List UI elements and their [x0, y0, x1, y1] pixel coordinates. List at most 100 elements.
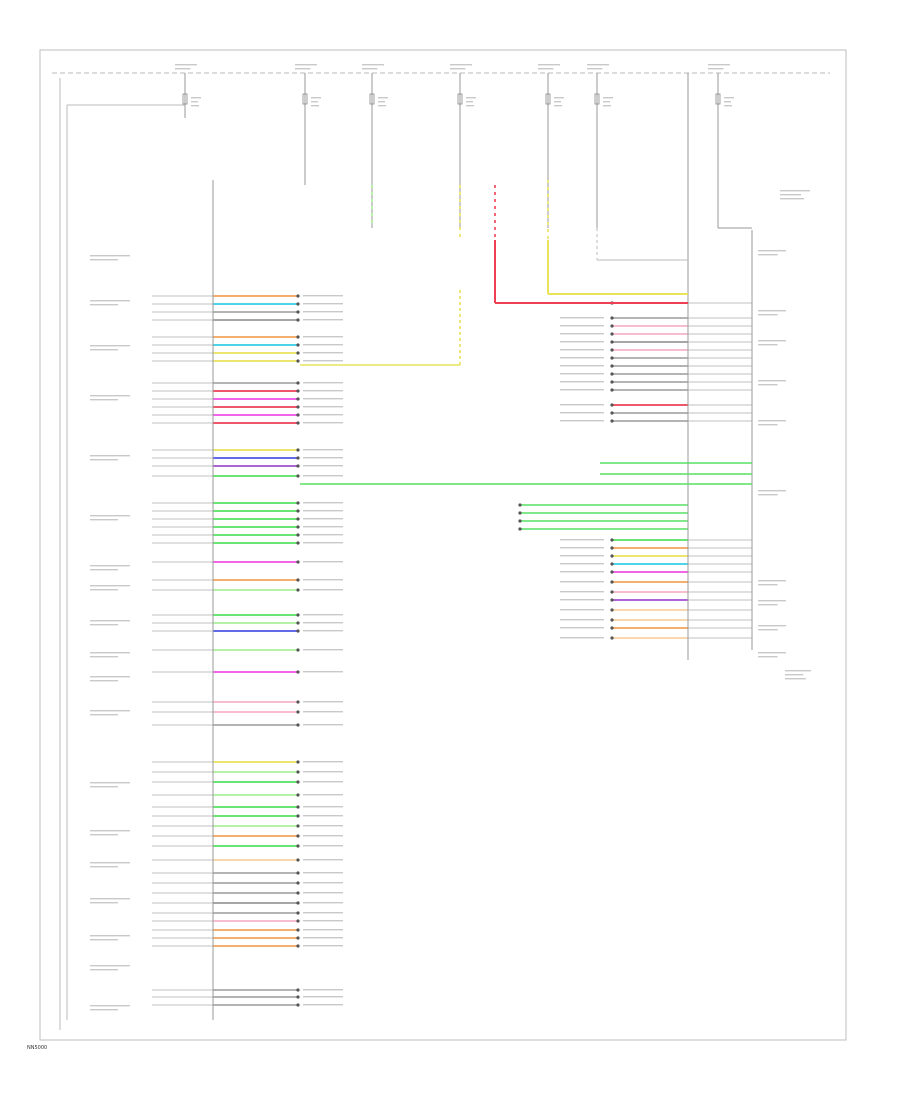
label-mark: [90, 519, 118, 521]
label-mark: [758, 656, 778, 658]
label-mark: [466, 97, 476, 99]
label-mark: [560, 555, 604, 557]
label-mark: [90, 902, 118, 904]
label-mark: [90, 399, 118, 401]
label-mark: [303, 518, 343, 520]
pin-dot: [296, 988, 300, 992]
label-mark: [90, 300, 130, 302]
label-mark: [90, 349, 118, 351]
label-mark: [560, 599, 604, 601]
label-mark: [758, 250, 786, 252]
pin-dot: [296, 834, 300, 838]
label-mark: [560, 333, 604, 335]
label-mark: [90, 965, 130, 967]
label-mark: [724, 105, 732, 107]
label-mark: [603, 101, 610, 103]
pin-dot: [296, 814, 300, 818]
pin-dot: [296, 881, 300, 885]
pin-dot: [296, 1003, 300, 1007]
label-mark: [560, 373, 604, 375]
pin-dot: [296, 936, 300, 940]
label-mark: [303, 510, 343, 512]
pin-dot: [296, 343, 300, 347]
pin-dot: [296, 389, 300, 393]
label-mark: [758, 424, 778, 426]
label-mark: [90, 395, 130, 397]
pin-dot: [610, 419, 614, 423]
label-mark: [90, 782, 130, 784]
label-mark: [758, 380, 786, 382]
pin-dot: [518, 519, 522, 523]
label-mark: [303, 902, 343, 904]
label-mark: [303, 622, 343, 624]
label-mark: [303, 671, 343, 673]
label-mark: [708, 64, 730, 66]
label-mark: [175, 68, 191, 70]
label-mark: [90, 834, 118, 836]
pin-dot: [296, 397, 300, 401]
pin-dot: [296, 760, 300, 764]
label-mark: [560, 591, 604, 593]
label-mark: [303, 422, 343, 424]
pin-dot: [610, 538, 614, 542]
pin-dot: [610, 554, 614, 558]
pin-dot: [610, 340, 614, 344]
label-mark: [303, 457, 343, 459]
label-mark: [758, 629, 778, 631]
label-mark: [560, 404, 604, 406]
label-mark: [303, 996, 343, 998]
label-mark: [90, 624, 118, 626]
label-mark: [90, 1005, 130, 1007]
label-mark: [758, 584, 778, 586]
fuse-symbol: [457, 93, 463, 105]
pin-dot: [610, 598, 614, 602]
label-mark: [560, 412, 604, 414]
label-mark: [303, 859, 343, 861]
label-mark: [780, 198, 804, 200]
label-mark: [303, 390, 343, 392]
label-mark: [560, 609, 604, 611]
label-mark: [303, 920, 343, 922]
label-mark: [303, 502, 343, 504]
pin-dot: [296, 525, 300, 529]
pin-dot: [610, 636, 614, 640]
label-mark: [758, 604, 778, 606]
label-mark: [303, 937, 343, 939]
label-mark: [303, 781, 343, 783]
pin-dot: [518, 503, 522, 507]
label-mark: [758, 340, 786, 342]
fuse-symbol: [594, 93, 600, 105]
pin-dot: [296, 621, 300, 625]
label-mark: [303, 344, 343, 346]
label-mark: [303, 319, 343, 321]
label-mark: [90, 304, 118, 306]
label-mark: [90, 786, 118, 788]
pin-dot: [296, 474, 300, 478]
pin-dot: [610, 380, 614, 384]
fuse-symbol: [182, 93, 188, 105]
pin-dot: [518, 527, 522, 531]
label-mark: [175, 64, 197, 66]
label-mark: [90, 862, 130, 864]
fuse-drops: [175, 64, 734, 240]
pin-dot: [610, 364, 614, 368]
label-mark: [303, 701, 343, 703]
label-mark: [758, 600, 786, 602]
label-mark: [785, 674, 804, 676]
label-mark: [90, 259, 118, 261]
pin-dot: [296, 871, 300, 875]
label-mark: [303, 475, 343, 477]
pin-dot: [296, 770, 300, 774]
label-mark: [90, 459, 118, 461]
pin-dot: [610, 411, 614, 415]
label-mark: [785, 678, 806, 680]
label-mark: [303, 835, 343, 837]
label-mark: [90, 935, 130, 937]
label-mark: [780, 194, 801, 196]
label-mark: [785, 670, 811, 672]
label-mark: [311, 97, 321, 99]
label-mark: [303, 794, 343, 796]
pin-dot: [296, 891, 300, 895]
label-mark: [560, 581, 604, 583]
label-mark: [303, 945, 343, 947]
